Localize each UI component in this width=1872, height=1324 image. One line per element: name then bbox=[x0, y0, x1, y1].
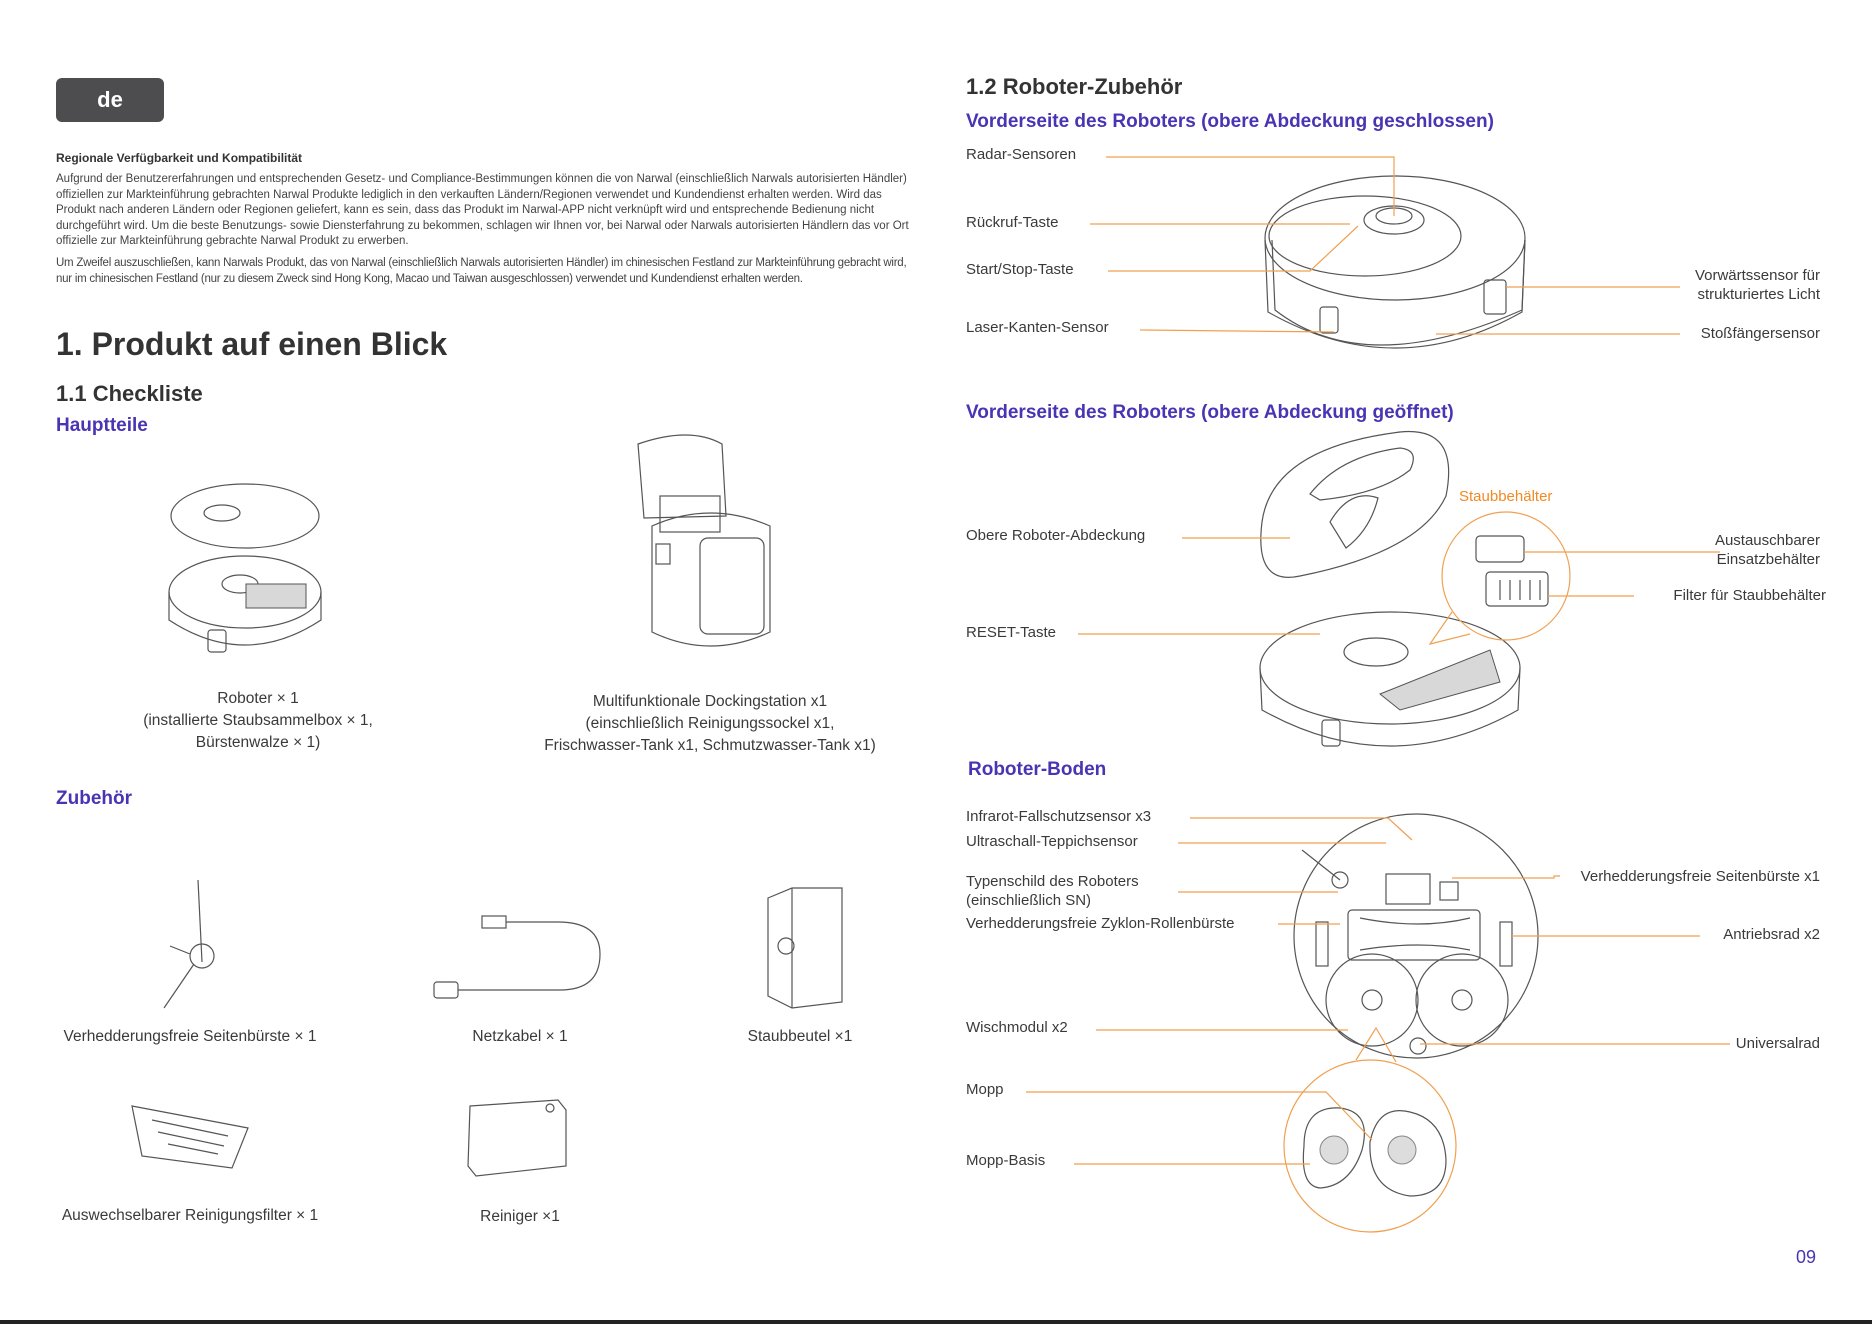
docking-station-illustration bbox=[637, 434, 771, 647]
label-nameplate: Typenschild des Roboters (einschließlich… bbox=[966, 872, 1139, 910]
label-laser-edge-sensor: Laser-Kanten-Sensor bbox=[966, 319, 1109, 336]
filter-illustration bbox=[131, 1105, 249, 1169]
accessories-title: Zubehör bbox=[56, 788, 132, 809]
label-replaceable-insert-line-1: Austauschbarer bbox=[1714, 532, 1820, 549]
label-reset-button: RESET-Taste bbox=[966, 624, 1057, 641]
robot-illustration bbox=[168, 483, 322, 653]
cleaner-caption: Reiniger ×1 bbox=[480, 1208, 560, 1225]
label-carpet-sensor: Ultraschall-Teppichsensor bbox=[966, 833, 1138, 850]
regional-paragraph-1: Aufgrund der Benutzererfahrungen und ent… bbox=[56, 173, 909, 248]
dock-caption-line-2: (einschließlich Reinigungssockel x1, bbox=[585, 715, 835, 732]
label-mop-module: Wischmodul x2 bbox=[966, 1019, 1068, 1036]
label-drive-wheel: Antriebsrad x2 bbox=[1723, 926, 1820, 943]
label-roller-brush: Verhedderungsfreie Zyklon-Rollenbürste bbox=[966, 915, 1235, 932]
label-universal-wheel: Universalrad bbox=[1735, 1035, 1820, 1052]
cleaner-illustration bbox=[467, 1099, 567, 1177]
front-closed-title: Vorderseite des Roboters (obere Abdeckun… bbox=[966, 111, 1494, 132]
robot-caption-line-3: Bürstenwalze × 1) bbox=[195, 734, 321, 751]
filter-caption: Auswechselbarer Reinigungsfilter × 1 bbox=[61, 1207, 319, 1224]
label-front-sensor-line-1: Vorwärtssensor für bbox=[1694, 267, 1820, 284]
dust-bag-caption: Staubbeutel ×1 bbox=[747, 1028, 853, 1045]
main-parts-title: Hauptteile bbox=[56, 415, 148, 436]
label-radar-sensors: Radar-Sensoren bbox=[966, 146, 1077, 163]
label-front-sensor: Vorwärtssensor für strukturiertes Licht bbox=[1695, 266, 1820, 304]
label-mop-base: Mopp-Basis bbox=[966, 1152, 1046, 1169]
label-nameplate-line-1: Typenschild des Roboters bbox=[966, 873, 1139, 890]
label-bin-filter: Filter für Staubbehälter bbox=[1673, 587, 1826, 604]
label-top-cover: Obere Roboter-Abdeckung bbox=[966, 527, 1146, 544]
robot-caption-line-1: Roboter × 1 bbox=[217, 690, 299, 707]
robot-bottom-title: Roboter-Boden bbox=[968, 759, 1107, 780]
label-recall-button: Rückruf-Taste bbox=[966, 214, 1059, 231]
robot-caption-line-2: (installierte Staubsammelbox × 1, bbox=[143, 712, 373, 729]
label-side-brush: Verhedderungsfreie Seitenbürste x1 bbox=[1580, 868, 1820, 885]
section-title: 1. Produkt auf einen Blick bbox=[56, 326, 448, 362]
robot-caption: Roboter × 1 (installierte Staubsammelbox… bbox=[118, 688, 398, 754]
bottom-border bbox=[0, 1320, 1872, 1324]
page-number: 09 bbox=[1795, 1247, 1816, 1267]
regional-paragraph-2: Um Zweifel auszuschließen, kann Narwals … bbox=[56, 257, 907, 285]
power-cable-illustration bbox=[433, 915, 601, 999]
dock-caption: Multifunktionale Dockingstation x1 (eins… bbox=[520, 691, 900, 757]
label-front-sensor-line-2: strukturiertes Licht bbox=[1697, 286, 1820, 303]
dock-caption-line-3: Frischwasser-Tank x1, Schmutzwasser-Tank… bbox=[544, 737, 876, 754]
dock-caption-line-1: Multifunktionale Dockingstation x1 bbox=[592, 693, 828, 710]
label-bumper-sensor: Stoßfängersensor bbox=[1700, 325, 1820, 342]
label-replaceable-insert: Austauschbarer Einsatzbehälter bbox=[1715, 531, 1820, 569]
robot-accessories-title: 1.2 Roboter-Zubehör bbox=[966, 74, 1183, 99]
checklist-title: 1.1 Checkliste bbox=[56, 381, 203, 406]
label-replaceable-insert-line-2: Einsatzbehälter bbox=[1716, 551, 1820, 568]
label-start-stop-button: Start/Stop-Taste bbox=[966, 261, 1074, 278]
label-cliff-sensor: Infrarot-Fallschutzsensor x3 bbox=[966, 808, 1152, 825]
side-brush-caption: Verhedderungsfreie Seitenbürste × 1 bbox=[63, 1028, 317, 1045]
regional-title: Regionale Verfügbarkeit und Kompatibilit… bbox=[56, 151, 303, 165]
label-dust-bin: Staubbehälter bbox=[1459, 488, 1553, 505]
label-mop: Mopp bbox=[966, 1081, 1004, 1098]
side-brush-illustration bbox=[163, 879, 215, 1009]
power-cable-caption: Netzkabel × 1 bbox=[472, 1028, 568, 1045]
dust-bag-illustration bbox=[767, 887, 843, 1009]
label-nameplate-line-2: (einschließlich SN) bbox=[966, 892, 1092, 909]
front-open-title: Vorderseite des Roboters (obere Abdeckun… bbox=[966, 402, 1454, 423]
language-badge: de bbox=[56, 78, 164, 122]
